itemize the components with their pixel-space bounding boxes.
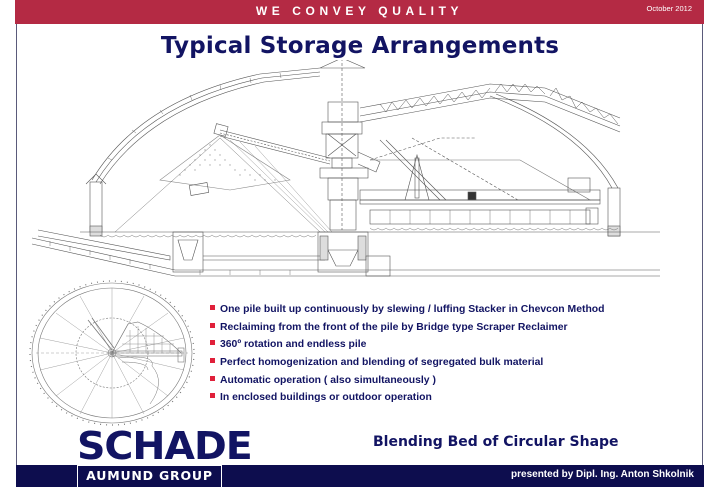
bullet-square-icon [210,340,215,346]
plan-drawing [29,280,195,426]
logo-schade: SCHADE [77,427,253,465]
slide-title: Typical Storage Arrangements [160,33,560,59]
bullet-square-icon [210,393,215,399]
presenter-label: presented by Dipl. Ing. Anton Shkolnik [511,469,694,480]
slide-subtitle: Blending Bed of Circular Shape [373,434,619,450]
feature-item: Automatic operation ( also simultaneousl… [209,372,604,390]
bullet-square-icon [210,375,215,381]
feature-list: One pile built up continuously by slewin… [209,301,604,407]
feature-item: Perfect homogenization and blending of s… [209,354,604,372]
feature-item: One pile built up continuously by slewin… [209,301,604,319]
bullet-square-icon [210,322,215,328]
bullet-square-icon [210,358,215,364]
section-drawing [31,60,660,277]
logo-wordmark: SCHADE [77,424,253,468]
slide-frame [16,0,703,486]
date-label: October 2012 [646,4,692,13]
feature-item: 360º rotation and endless pile [209,336,604,354]
feature-item: In enclosed buildings or outdoor operati… [209,389,604,407]
header-bar: WE CONVEY QUALITY October 2012 [15,0,704,24]
logo-aumund-group: AUMUND GROUP [77,465,222,488]
tagline: WE CONVEY QUALITY [255,4,464,18]
bullet-square-icon [210,305,215,310]
feature-item: Reclaiming from the front of the pile by… [209,319,604,337]
